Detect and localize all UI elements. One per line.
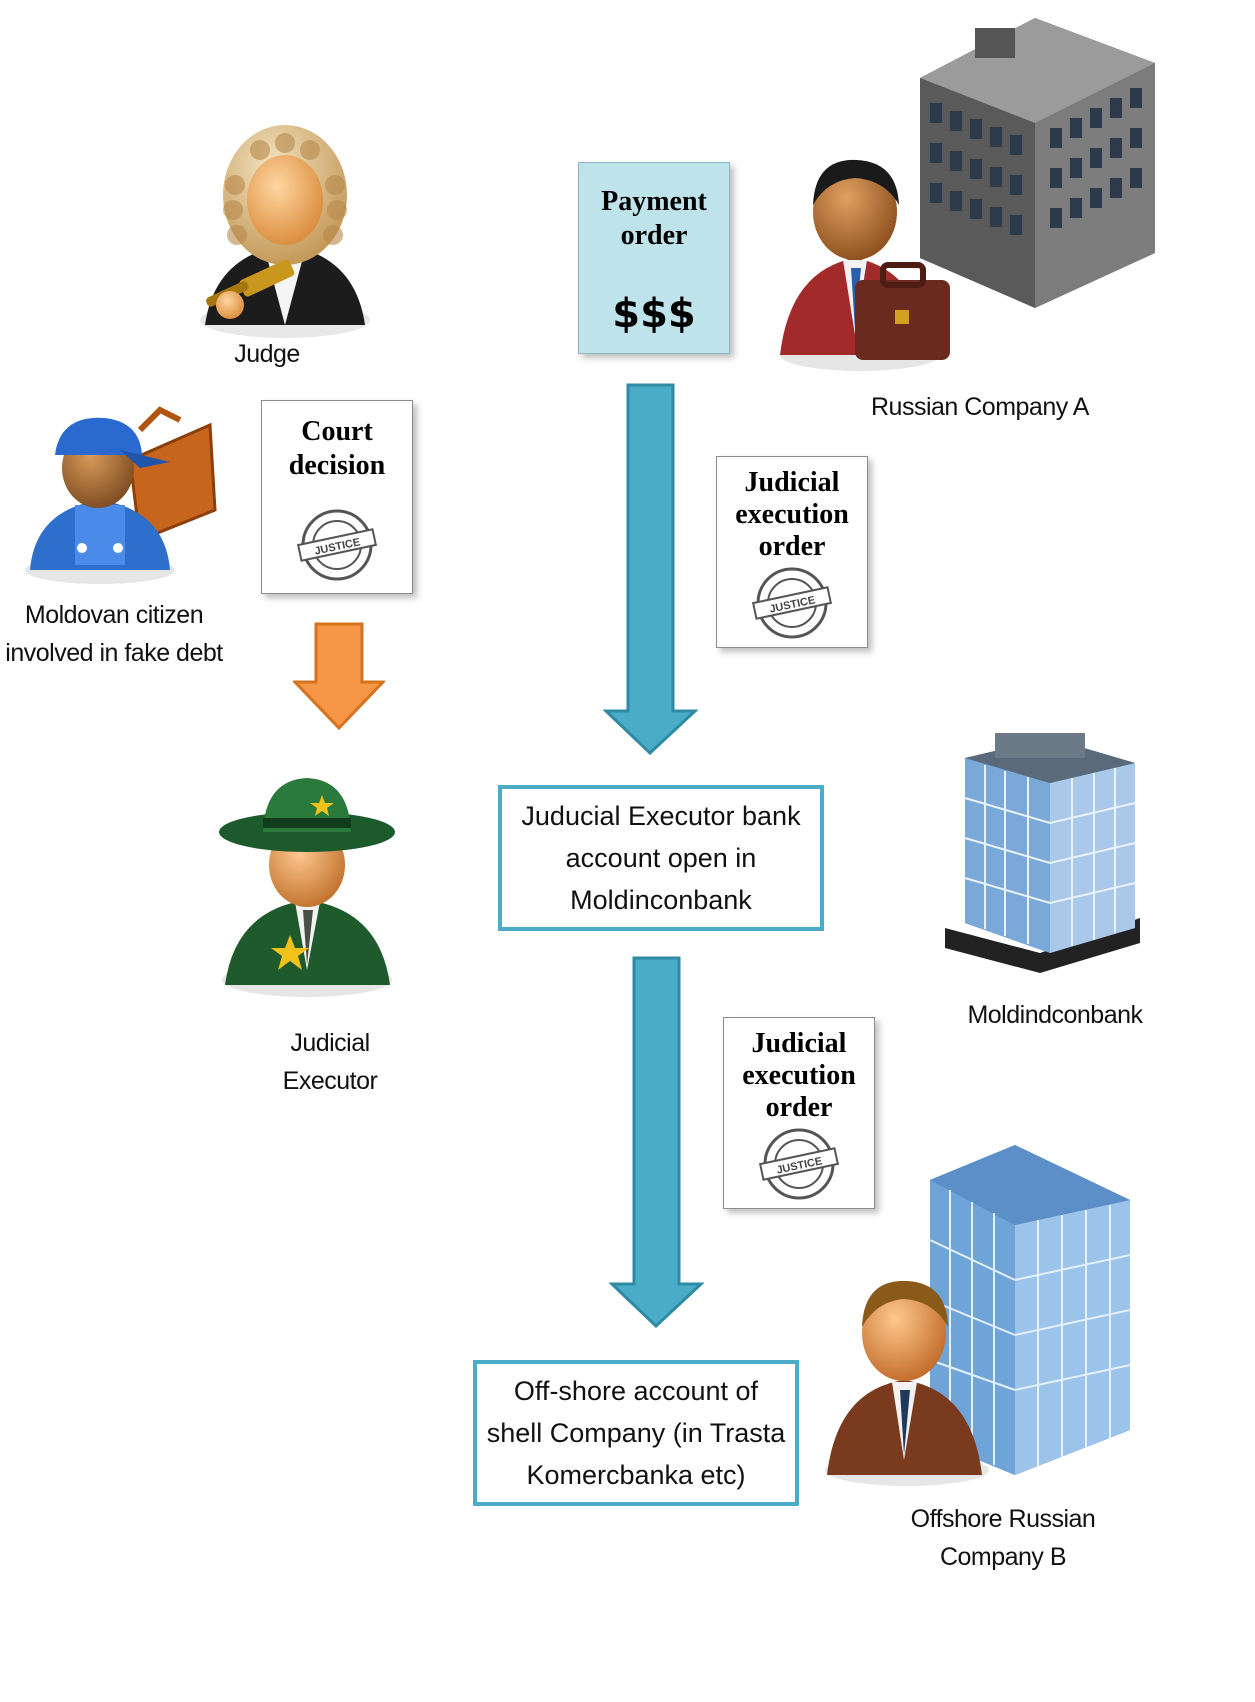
sheriff-icon [219, 778, 395, 997]
justice-stamp-icon: JUSTICE [751, 567, 833, 639]
bank-label: Moldindconbank [967, 1001, 1143, 1029]
arrow-shape [603, 383, 698, 755]
glass-tower-icon [929, 1145, 1131, 1475]
office-building-icon [920, 18, 1155, 308]
arrow-shape [293, 622, 385, 730]
executor-account-box: Juducial Executor bank account open in M… [498, 785, 824, 931]
worker-icon [25, 406, 217, 584]
execution-order-title-1: Judicial execution order [735, 467, 849, 562]
businessman-icon [780, 159, 950, 371]
justice-stamp-icon: JUSTICE [296, 509, 378, 581]
offshore-account-box: Off-shore account of shell Company (in T… [473, 1360, 799, 1506]
executor-account-text: Juducial Executor bank account open in M… [521, 801, 801, 915]
execution-order-document-2: Judicial execution order JUSTICE [723, 1017, 875, 1209]
judge-icon [200, 125, 370, 338]
businessman-b-icon [825, 1280, 989, 1486]
court-decision-title: Court decision [288, 416, 386, 481]
execution-order-title-2: Judicial execution order [742, 1028, 856, 1123]
payment-amount: $$$ [612, 291, 696, 337]
bank-building-icon [945, 733, 1140, 973]
offshore-account-text: Off-shore account of shell Company (in T… [486, 1376, 786, 1490]
justice-stamp-icon: JUSTICE [758, 1128, 840, 1200]
transfer-flow-arrow [609, 956, 704, 1328]
payment-order-title: Payment order [601, 186, 707, 251]
payment-order-document: Payment order $$$ [578, 162, 730, 354]
company-b-label: Offshore Russian Company B [910, 1505, 1096, 1571]
execution-order-document-1: Judicial execution order JUSTICE [716, 456, 868, 648]
court-decision-document: Court decision JUSTICE [261, 400, 413, 594]
judge-label: Judge [234, 340, 300, 368]
court-flow-arrow [293, 622, 385, 730]
executor-label: Judicial Executor [282, 1029, 378, 1095]
payment-flow-arrow [603, 383, 698, 755]
arrow-shape [609, 956, 704, 1328]
company-a-label: Russian Company A [870, 393, 1090, 421]
citizen-label: Moldovan citizen involved in fake debt [5, 601, 223, 667]
